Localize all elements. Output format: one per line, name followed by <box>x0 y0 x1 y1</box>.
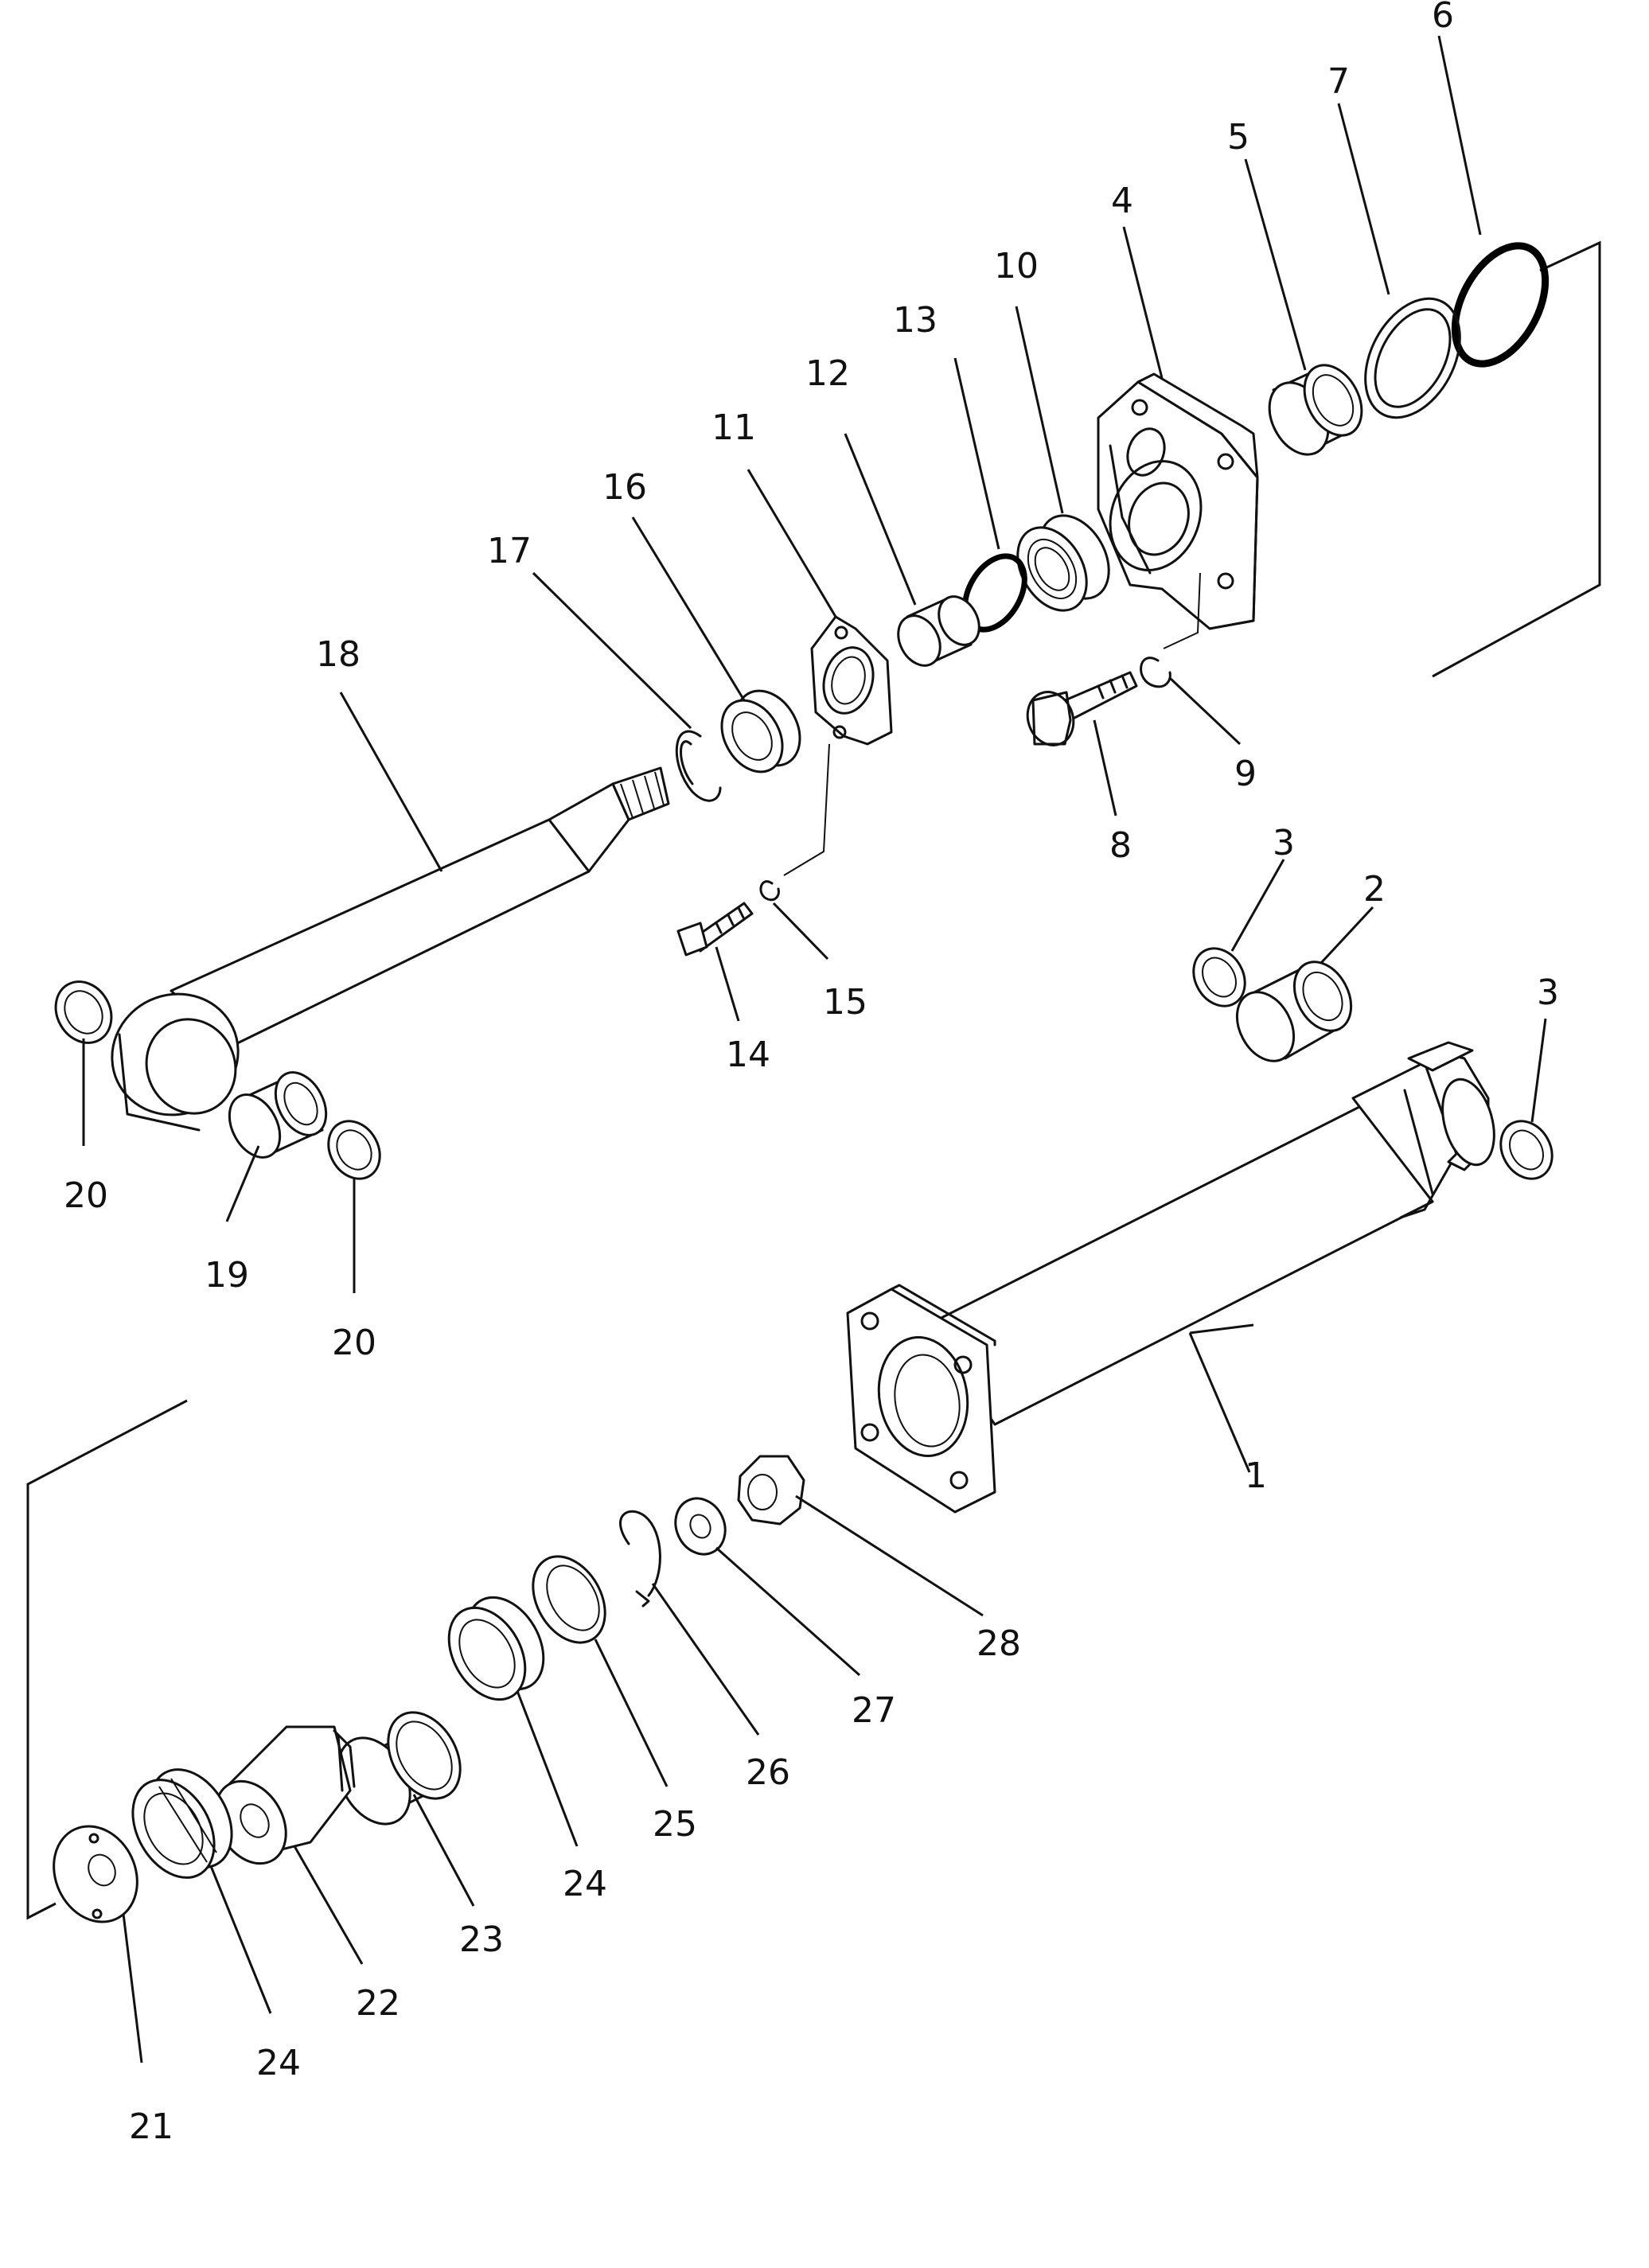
rod-eye-bushing-part <box>228 1071 328 1159</box>
wear-ring-part <box>532 1555 606 1644</box>
flange-bolt-part <box>676 902 754 957</box>
tube-dust-seal-lower-part <box>1499 1120 1553 1180</box>
rod-dust-seal-left-part <box>54 980 113 1044</box>
callout-27: 27 <box>852 1690 896 1731</box>
callout-2: 2 <box>1363 869 1386 910</box>
rod-bushing-part <box>897 595 980 667</box>
callout-12: 12 <box>805 353 850 394</box>
bushing-part <box>1268 364 1363 456</box>
callout-10: 10 <box>994 246 1039 286</box>
piston-part <box>214 1725 356 1865</box>
callout-16: 16 <box>602 467 647 508</box>
cylinder-head-part <box>1097 372 1259 630</box>
callout-3-lower: 3 <box>1537 972 1559 1013</box>
callout-23: 23 <box>459 1919 504 1960</box>
callout-11: 11 <box>711 407 756 448</box>
piston-packing-lower-part <box>131 1768 233 1879</box>
callout-9: 9 <box>1234 754 1257 794</box>
callout-24-lower: 24 <box>256 2043 301 2083</box>
callout-18: 18 <box>316 634 361 675</box>
tube-bushing-part <box>1235 961 1353 1062</box>
callout-4: 4 <box>1111 181 1133 221</box>
callout-20-right: 20 <box>332 1323 376 1363</box>
piston-washer-part <box>674 1497 727 1556</box>
piston-ring-part <box>337 1711 462 1826</box>
tube-dust-seal-upper-part <box>1192 947 1246 1007</box>
callout-17: 17 <box>487 531 532 571</box>
callout-25: 25 <box>653 1804 697 1845</box>
callout-13: 13 <box>893 300 938 341</box>
backup-ring-part <box>1364 297 1461 419</box>
callout-22: 22 <box>356 1983 400 2024</box>
piston-rod-part <box>111 766 670 1132</box>
callout-20-left: 20 <box>64 1175 108 1216</box>
callout-6: 6 <box>1432 0 1454 36</box>
callout-8: 8 <box>1109 825 1132 866</box>
callout-19: 19 <box>205 1255 249 1296</box>
rod-dust-seal-right-part <box>327 1120 381 1180</box>
callout-5: 5 <box>1227 117 1249 158</box>
head-bolt-washer-part <box>1140 657 1171 688</box>
dust-seal-part <box>720 689 801 774</box>
o-ring-part <box>1451 242 1550 368</box>
piston-packing-upper-part <box>447 1596 545 1701</box>
lower-group-bracket <box>26 1399 188 1920</box>
callout-28: 28 <box>977 1623 1021 1664</box>
callout-7: 7 <box>1327 61 1350 102</box>
callout-21: 21 <box>129 2106 173 2147</box>
rod-packing-part <box>1016 514 1110 612</box>
piston-snap-ring-part <box>619 1510 661 1607</box>
callout-24-upper: 24 <box>563 1864 607 1904</box>
callout-26: 26 <box>746 1752 790 1793</box>
leader-lines <box>82 35 1547 2063</box>
cushion-plate-part <box>53 1825 138 1923</box>
head-bolt-axis-line <box>1163 572 1201 649</box>
retainer-flange-part <box>810 615 893 746</box>
head-bolt-part <box>1026 671 1138 746</box>
upper-group-bracket <box>1432 240 1601 678</box>
callout-15: 15 <box>823 982 867 1023</box>
callout-14: 14 <box>726 1035 770 1075</box>
cylinder-tube-part <box>846 1041 1495 1514</box>
callout-3-upper: 3 <box>1273 823 1295 863</box>
flange-bolt-washer-part <box>759 880 780 902</box>
callout-1: 1 <box>1245 1455 1267 1496</box>
flange-bolt-axis-line <box>783 743 830 876</box>
snap-ring-part <box>675 730 722 802</box>
piston-nut-part <box>737 1455 805 1526</box>
